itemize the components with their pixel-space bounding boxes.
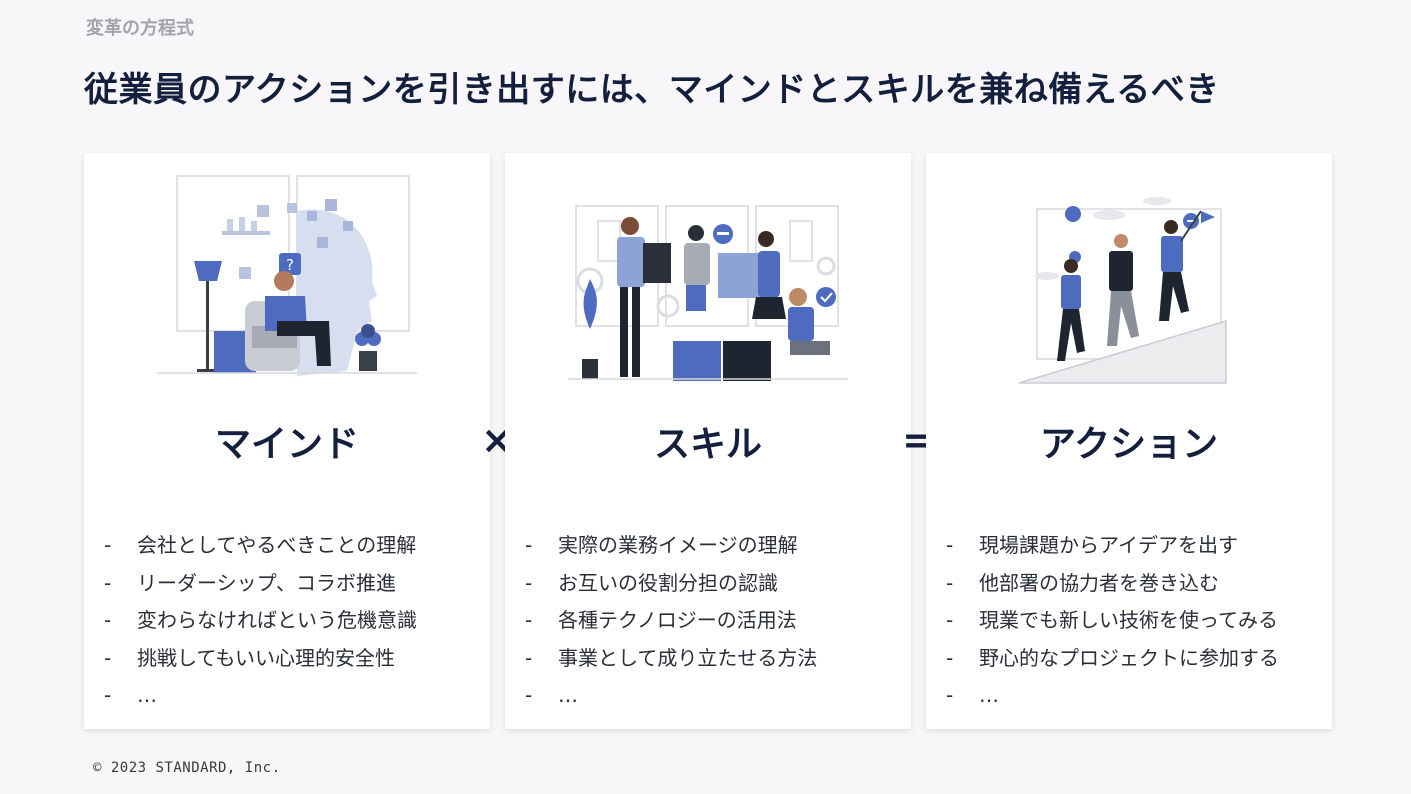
person-thinking-puzzle-illustration: ? [157,175,417,376]
bullet-dash: - [104,683,112,707]
card-title-action: アクション [1039,424,1219,465]
bullet-dash: - [104,608,112,632]
card-title-mind: マインド [214,424,359,465]
list-item: - 会社としてやるべきことの理解 [104,529,480,567]
list-item: -事業として成り立たせる方法 [525,642,901,680]
list-item: -お互いの役割分担の認識 [525,567,901,605]
list-item-text: 実際の業務イメージの理解 [558,533,798,557]
list-item-text: … [979,683,999,707]
card-title-skill: スキル [653,424,762,465]
list-item: -… [946,679,1322,717]
list-item-text: リーダーシップ、コラボ推進 [137,570,396,595]
list-item-text: 野心的なプロジェクトに参加する [979,645,1279,670]
bullet-dash: - [104,570,112,595]
list-item: - 実際の業務イメージの理解 [525,529,901,567]
bullet-dash: - [525,570,533,595]
list-item-text: 他部署の協力者を巻き込む [979,570,1219,595]
list-item-text: … [137,683,157,707]
list-item: -挑戦してもいい心理的安全性 [104,642,480,680]
bullet-dash: - [525,683,533,707]
bullet-dash: - [104,533,112,557]
slide-title: 従業員のアクションを引き出すには、マインドとスキルを兼ね備えるべき [84,70,1220,110]
slide-kicker: 変革の方程式 [86,18,194,39]
list-item: -リーダーシップ、コラボ推進 [104,567,480,605]
team-assembling-puzzle-illustration [568,205,848,381]
bullet-dash: - [104,645,112,670]
list-item: - 変わらなければという危機意識 [104,604,480,642]
svg-text:?: ? [286,256,294,274]
list-item: -野心的なプロジェクトに参加する [946,642,1322,680]
list-item-text: 変わらなければという危機意識 [137,608,417,632]
bullet-dash: - [525,608,533,632]
list-item-text: お互いの役割分担の認識 [558,570,778,595]
list-item: -他部署の協力者を巻き込む [946,567,1322,605]
bullet-dash: - [946,608,954,632]
skill-point-list: -実際の業務イメージの理解 -お互いの役割分担の認識 -各種テクノロジーの活用法… [525,529,901,717]
card-mind: ? マインド -会社としてやるべきことの理解 -リーダーシップ、コラボ推進 -変… [84,153,490,729]
card-action: アクション -現場課題からアイデアを出す -他部署の協力者を巻き込む -現業でも… [926,153,1332,729]
bullet-dash: - [525,645,533,670]
bullet-dash: - [946,533,954,557]
list-item: -… [525,679,901,717]
action-point-list: -現場課題からアイデアを出す -他部署の協力者を巻き込む -現業でも新しい技術を… [946,529,1322,717]
card-skill: スキル -実際の業務イメージの理解 -お互いの役割分担の認識 -各種テクノロジー… [505,153,911,729]
mind-point-list: -会社としてやるべきことの理解 -リーダーシップ、コラボ推進 -変わらなければと… [104,529,480,717]
team-climbing-slope-with-flag-illustration [1018,197,1227,384]
list-item-text: … [558,683,578,707]
list-item: -… [104,679,480,717]
list-item: - 現場課題からアイデアを出す [946,529,1322,567]
list-item-text: 現場課題からアイデアを出す [979,533,1238,557]
list-item: - 各種テクノロジーの活用法 [525,604,901,642]
list-item-text: 挑戦してもいい心理的安全性 [137,645,395,670]
list-item-text: 事業として成り立たせる方法 [558,645,818,670]
list-item-text: 現業でも新しい技術を使ってみる [979,608,1278,632]
list-item-text: 会社としてやるべきことの理解 [137,533,417,557]
bullet-dash: - [946,570,954,595]
copyright-footer: © 2023 STANDARD, Inc. [93,760,281,776]
bullet-dash: - [946,683,954,707]
bullet-dash: - [946,645,954,670]
list-item: - 現業でも新しい技術を使ってみる [946,604,1322,642]
bullet-dash: - [525,533,533,557]
list-item-text: 各種テクノロジーの活用法 [558,608,797,632]
